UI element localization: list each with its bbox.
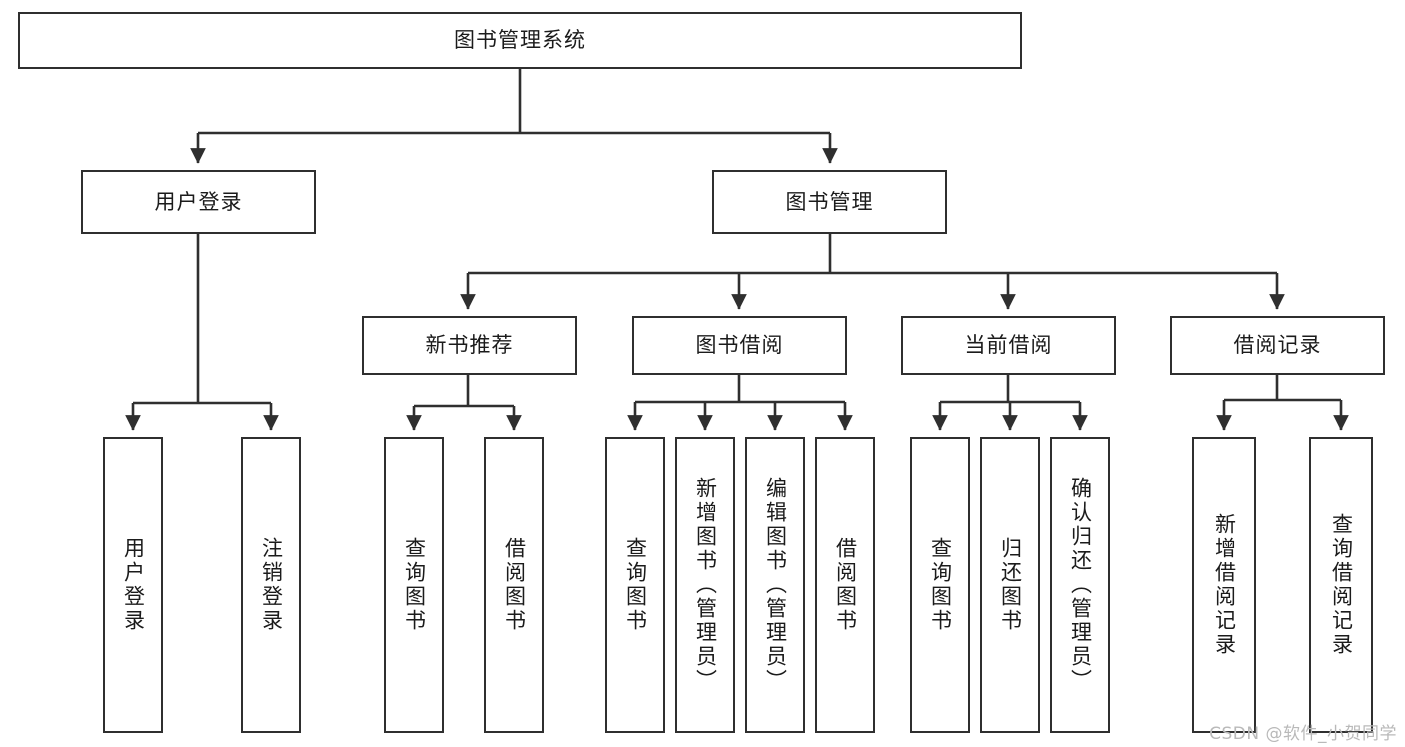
leaf-borrow-book-recommend[interactable]: 借阅图书 <box>484 437 544 733</box>
leaf-add-book-admin[interactable]: 新增图书（管理员） <box>675 437 735 733</box>
leaf-label: 借阅图书 <box>833 537 858 633</box>
node-book-borrow[interactable]: 图书借阅 <box>632 316 847 375</box>
leaf-edit-book-admin[interactable]: 编辑图书（管理员） <box>745 437 805 733</box>
leaf-return-book[interactable]: 归还图书 <box>980 437 1040 733</box>
leaf-logout[interactable]: 注销登录 <box>241 437 301 733</box>
leaf-user-login[interactable]: 用户登录 <box>103 437 163 733</box>
leaf-label: 新增借阅记录 <box>1212 513 1237 657</box>
edges-record-to-leaves <box>1216 375 1349 431</box>
leaf-label: 确认归还（管理员） <box>1068 477 1093 693</box>
edges-newbook-to-leaves <box>406 375 522 431</box>
node-label: 图书管理 <box>785 189 874 214</box>
leaf-query-book-current[interactable]: 查询图书 <box>910 437 970 733</box>
node-book-management[interactable]: 图书管理 <box>712 170 947 234</box>
leaf-label: 新增图书（管理员） <box>693 477 718 693</box>
node-user-login[interactable]: 用户登录 <box>81 170 316 234</box>
node-label: 用户登录 <box>154 189 243 214</box>
node-label: 图书管理系统 <box>454 28 586 53</box>
node-current-borrow[interactable]: 当前借阅 <box>901 316 1116 375</box>
leaf-borrow-book[interactable]: 借阅图书 <box>815 437 875 733</box>
edges-userlogin-to-leaves <box>125 234 279 431</box>
edges-borrow-to-leaves <box>627 375 853 431</box>
leaf-label: 查询借阅记录 <box>1329 513 1354 657</box>
leaf-query-book-borrow[interactable]: 查询图书 <box>605 437 665 733</box>
node-label: 新书推荐 <box>425 333 514 358</box>
leaf-query-borrow-record[interactable]: 查询借阅记录 <box>1309 437 1373 733</box>
edges-root-to-level2 <box>190 69 838 164</box>
leaf-label: 借阅图书 <box>502 537 527 633</box>
leaf-label: 用户登录 <box>121 537 146 633</box>
leaf-label: 编辑图书（管理员） <box>763 477 788 693</box>
node-new-book-recommend[interactable]: 新书推荐 <box>362 316 577 375</box>
leaf-label: 查询图书 <box>623 537 648 633</box>
leaf-label: 查询图书 <box>402 537 427 633</box>
edges-bookmgmt-to-level3 <box>460 234 1285 310</box>
leaf-label: 注销登录 <box>259 537 284 633</box>
leaf-label: 查询图书 <box>928 537 953 633</box>
leaf-confirm-return-admin[interactable]: 确认归还（管理员） <box>1050 437 1110 733</box>
edges-current-to-leaves <box>932 375 1088 431</box>
leaf-add-borrow-record[interactable]: 新增借阅记录 <box>1192 437 1256 733</box>
node-label: 图书借阅 <box>695 333 784 358</box>
node-root-book-management-system[interactable]: 图书管理系统 <box>18 12 1022 69</box>
node-label: 借阅记录 <box>1233 333 1322 358</box>
node-label: 当前借阅 <box>964 333 1053 358</box>
node-borrow-record[interactable]: 借阅记录 <box>1170 316 1385 375</box>
leaf-query-book-recommend[interactable]: 查询图书 <box>384 437 444 733</box>
leaf-label: 归还图书 <box>998 537 1023 633</box>
